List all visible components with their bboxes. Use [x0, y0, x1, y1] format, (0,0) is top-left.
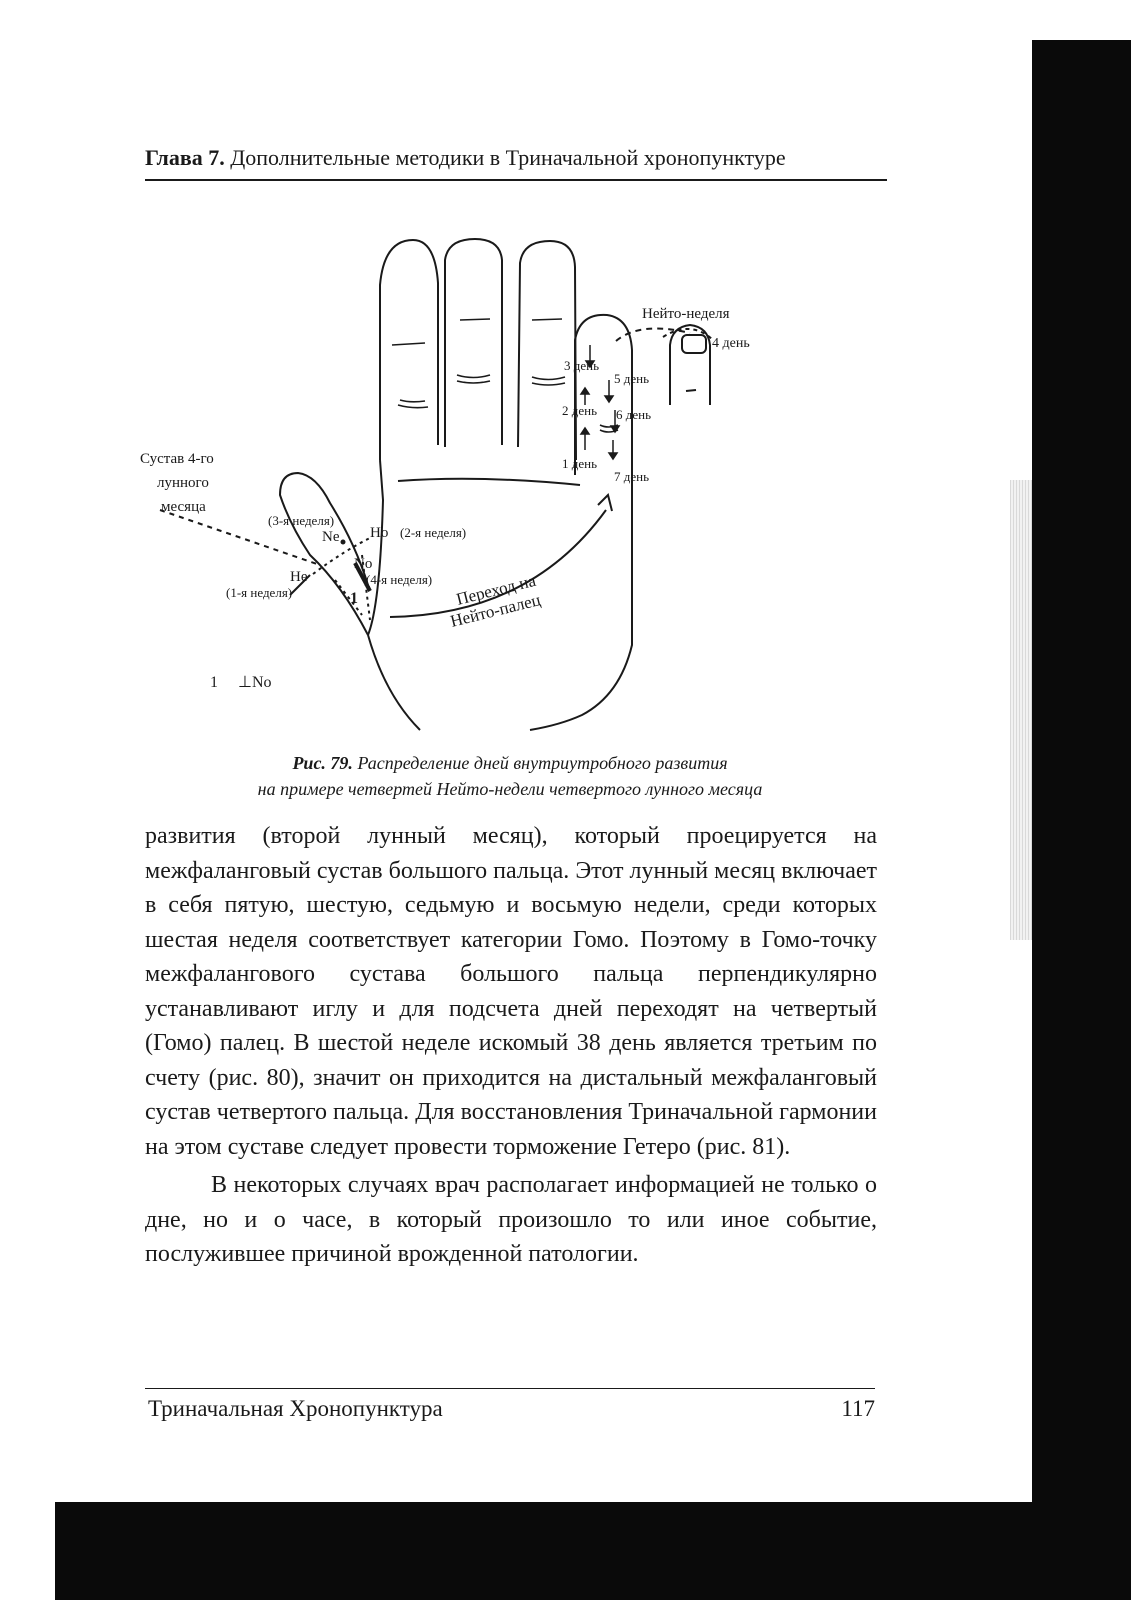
- ne-label: Ne: [322, 529, 340, 545]
- day5-label: 5 день: [614, 371, 649, 386]
- footer-book-title: Триначальная Хронопунктура: [148, 1396, 443, 1421]
- page-number: 117: [841, 1396, 875, 1421]
- joint-label-line3: месяца: [161, 499, 206, 515]
- needle-marker: [353, 562, 372, 592]
- caption-label: Рис. 79.: [292, 753, 353, 773]
- ho-label: Ho: [370, 525, 388, 541]
- hand-diagram: Сустав 4-го лунного месяца Нейто-неделя …: [130, 225, 910, 745]
- week3-label: (3-я неделя): [268, 513, 334, 528]
- hand-outline: [159, 237, 713, 731]
- week1-label: (1-я неделя): [226, 585, 292, 600]
- body-text: развития (второй лунный месяц), который …: [145, 819, 877, 1272]
- chapter-label: Глава 7.: [145, 145, 225, 170]
- legend-symbol: ⊥No: [238, 674, 272, 691]
- day-arrows: [579, 345, 621, 461]
- day1-label: 1 день: [562, 456, 597, 471]
- running-header: Глава 7. Дополнительные методики в Трина…: [145, 143, 890, 173]
- header-rule: [145, 179, 887, 181]
- day3-label: 3 день: [564, 358, 599, 373]
- paragraph-1: развития (второй лунный месяц), который …: [145, 823, 877, 1160]
- day7-label: 7 день: [614, 469, 649, 484]
- day4-label: 4 день: [712, 336, 750, 351]
- figure-caption: Рис. 79. Распределение дней внутриутробн…: [150, 750, 870, 802]
- paragraph-2: В некоторых случаях врач располагает инф…: [145, 1172, 877, 1267]
- week4-label: (4-я неделя): [366, 572, 432, 587]
- footer-rule: [145, 1388, 875, 1389]
- scan-border-right: [1032, 40, 1131, 1600]
- neito-week-label: Нейто-неделя: [642, 306, 730, 322]
- caption-text1: Распределение дней внутриутробного разви…: [357, 753, 728, 773]
- legend-number: 1: [210, 674, 218, 691]
- no-label: No: [354, 556, 372, 572]
- he-label: He: [290, 569, 308, 585]
- joint-label-line2: лунного: [157, 475, 209, 491]
- caption-line1: Рис. 79. Распределение дней внутриутробн…: [150, 750, 870, 776]
- neito-finger: [669, 323, 711, 405]
- scan-border-bottom: [55, 1502, 1131, 1600]
- joint-label-line1: Сустав 4-го: [140, 451, 214, 467]
- caption-line2: на примере четвертей Нейто-недели четвер…: [257, 779, 763, 799]
- day2-label: 2 день: [562, 403, 597, 418]
- day6-label: 6 день: [616, 407, 651, 422]
- chapter-title: Дополнительные методики в Триначальной х…: [230, 145, 786, 170]
- marker-number: 1: [350, 590, 358, 607]
- scan-page-shadow: [1010, 480, 1032, 940]
- ne-point: [340, 539, 346, 545]
- week2-label: (2-я неделя): [400, 525, 466, 540]
- hand-diagram-svg: Сустав 4-го лунного месяца Нейто-неделя …: [140, 237, 750, 731]
